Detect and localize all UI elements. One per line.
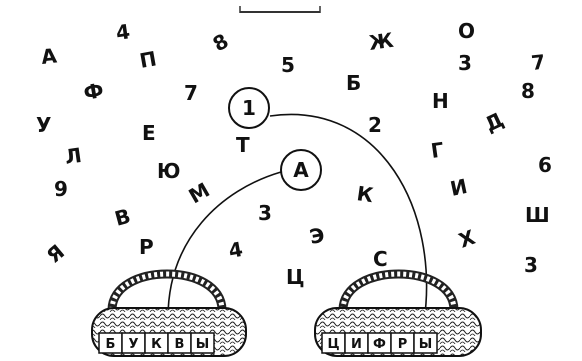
symbol: Н (432, 89, 449, 113)
symbol: 3 (458, 51, 472, 75)
label-letter: Р (398, 337, 408, 352)
symbol: Б (346, 71, 361, 95)
digit-example-circle: 1 (229, 88, 269, 128)
letters-basket-handle (112, 274, 222, 310)
symbol: А (40, 43, 58, 69)
symbol: 5 (281, 53, 295, 77)
label-letter: К (151, 337, 162, 352)
label-letter: Ы (419, 337, 432, 352)
label-letter: Ы (196, 337, 209, 352)
symbol: 7 (184, 81, 198, 105)
letter-arrow (168, 172, 281, 318)
symbol: 3 (258, 201, 272, 225)
symbol: 6 (538, 153, 552, 177)
letter-example-label: А (293, 158, 309, 182)
digits-basket-handle (343, 274, 454, 310)
symbol: Ю (157, 159, 180, 183)
symbol: 4 (114, 19, 131, 45)
symbol: П (138, 46, 159, 73)
symbol: С (373, 247, 388, 271)
symbol: Р (139, 235, 154, 259)
label-letter: Ц (327, 337, 339, 352)
label-letter: И (351, 337, 362, 352)
digit-example-label: 1 (242, 96, 256, 120)
symbol: И (448, 174, 469, 201)
symbol: В (112, 204, 133, 231)
symbol: Ж (367, 28, 395, 55)
symbol: Д (481, 107, 507, 136)
symbol: К (355, 181, 375, 207)
top-mark (240, 6, 320, 13)
symbol: Ф (82, 78, 106, 105)
symbol: Э (308, 223, 327, 249)
label-letter: В (175, 337, 185, 352)
symbol: 2 (368, 113, 382, 137)
symbol: Ш (525, 203, 550, 227)
label-letter: Б (106, 337, 116, 352)
symbol: 8 (209, 29, 233, 57)
symbol: Ц (286, 265, 305, 289)
symbol: Л (63, 143, 83, 169)
symbol: 8 (521, 79, 535, 103)
symbol: Г (429, 137, 445, 163)
symbol: 3 (524, 253, 538, 277)
symbol: Я (42, 240, 69, 268)
label-letter: Ф (373, 337, 386, 352)
symbol: Е (142, 121, 156, 145)
symbol: 4 (227, 237, 245, 263)
symbol: 7 (530, 50, 546, 75)
symbol: Х (456, 225, 479, 253)
letter-example-circle: А (281, 150, 321, 190)
symbol: У (36, 113, 51, 137)
symbol: М (185, 178, 214, 209)
symbol: Т (236, 133, 250, 157)
symbol: 9 (54, 177, 68, 201)
label-letter: У (128, 337, 138, 352)
symbol: О (458, 19, 475, 43)
